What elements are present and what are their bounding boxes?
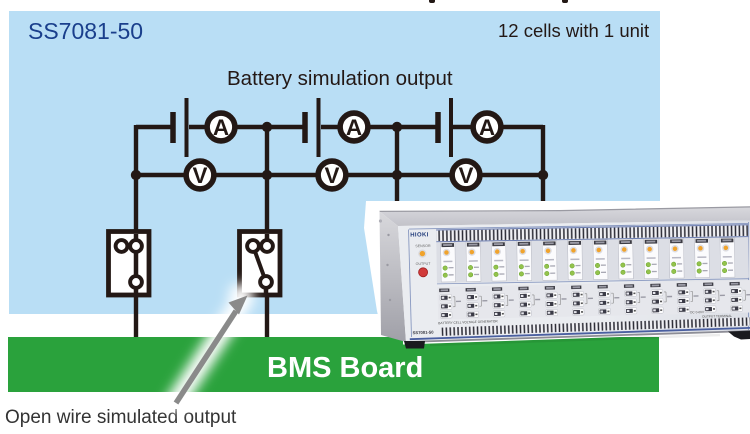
svg-text:OUTPUT TERMINAL: OUTPUT TERMINAL [702,314,732,319]
svg-text:SENSOR: SENSOR [415,244,431,248]
svg-text:SS7081-50: SS7081-50 [412,330,434,336]
svg-text:HIOKI: HIOKI [410,232,429,238]
svg-text:BATTERY CELL VOLTAGE GENERATOR: BATTERY CELL VOLTAGE GENERATOR [438,319,498,325]
svg-text:A: A [479,115,495,140]
svg-text:V: V [458,163,473,188]
svg-text:OUTPUT: OUTPUT [416,262,432,266]
svg-text:A: A [346,115,362,140]
svg-text:V: V [192,163,207,188]
svg-text:A: A [213,115,229,140]
svg-text:V: V [324,163,339,188]
svg-text:DC 0-60V: DC 0-60V [690,310,705,314]
